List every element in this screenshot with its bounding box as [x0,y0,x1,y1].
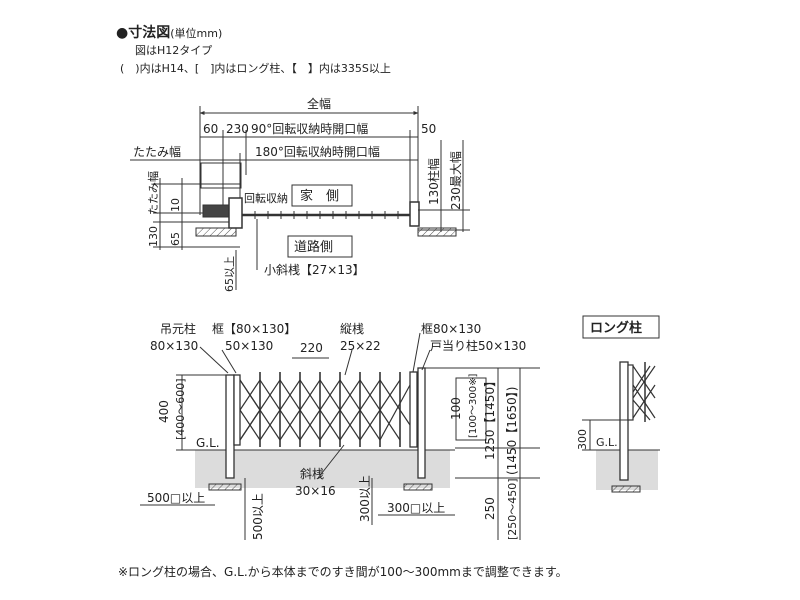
plan-ground-left [195,227,237,237]
overall-width-label: 全幅 [307,96,331,111]
road-side-label: 道路側 [294,239,333,255]
leader-vertical-bar [344,349,353,376]
house-side-label: 家 側 [300,188,339,204]
house-side-box [291,184,353,207]
open-90-label: 90°回転収納時開口幅 [251,121,368,136]
dim-65-min-label: 65以上 [223,256,236,292]
long-post-title-box [582,315,660,339]
long-post-title: ロング柱 [590,320,642,336]
plan-labels: 全幅 60 230 90°回転収納時開口幅 50 たたみ幅 180°回転収納時開… [133,96,463,292]
frame-a-label: 框【80×130】 [212,322,296,336]
height-alt-label: (1450【1650】) [505,387,519,475]
lattice [239,379,411,441]
folded-stack-outline [200,162,242,189]
gl-label: G.L. [196,436,220,450]
figure-type-note: 図はH12タイプ [135,44,213,57]
frame-a [233,374,241,446]
dim-60-label: 60 [203,122,218,136]
rotate-storage-label: 回転収納 [244,192,288,205]
plan-ground-right [417,227,457,237]
long-post-lattice [632,362,656,422]
long-post-gl-label: G.L. [596,436,618,449]
folded-stack-block [202,204,232,218]
dim-65-label: 65 [169,232,182,246]
hanging-post-size-label: 80×130 [150,339,198,353]
depth-300-label: 300以上 [358,475,372,522]
dim-400-600-label: [400〜600] [174,378,187,440]
dim-130-label: 130 [147,226,160,247]
dim-100-300-label: [100〜300※] [468,374,479,438]
long-post-detail [582,315,660,493]
pitch-label: 220 [300,341,323,355]
post-width-label: 130柱幅 [426,158,441,205]
long-post-frame [627,364,634,421]
frame-a-sub-label: 50×130 [225,339,273,353]
unit-label: (単位mm) [170,27,223,40]
leader-frame-a [221,349,237,374]
plan-view [130,106,470,290]
title-text: ●寸法図 [116,25,171,41]
foundation-area [195,450,450,488]
long-post-300-label: 300 [576,429,589,450]
dim-250-450-label: [250〜450] [506,478,519,540]
leader-hanging-post [199,346,229,374]
plan-stop-post [409,201,420,227]
plan-rail-ticks [254,211,399,219]
elevation-view [140,332,540,540]
vertical-bars [259,372,401,447]
plan-hanging-post [228,197,243,229]
fold-width-vertical-label: たたみ幅 [147,171,160,215]
vertical-bar-size-label: 25×22 [340,339,381,353]
frame-b [409,371,418,448]
long-post-body [619,361,629,481]
hanging-post [225,374,235,479]
elevation-labels: 吊元柱 80×130 框【80×130】 50×130 220 縦桟 25×22… [147,321,526,540]
small-brace-label: 小斜桟【27×13】 [264,263,365,277]
long-post-labels: ロング柱 300 G.L. [576,320,642,450]
dim-400-label: 400 [157,400,171,423]
dim-100-label: 100 [449,397,463,420]
footer-note: ※ロング柱の場合、G.L.から本体までのすき間が100〜300mmまで調整できま… [118,565,568,579]
open-180-label: 180°回転収納時開口幅 [255,144,380,159]
frame-b-label: 框80×130 [421,322,481,336]
long-post-footing [611,485,641,493]
stop-post-label: 戸当り柱50×130 [430,338,526,353]
leader-diagonal [317,444,345,479]
found-500-label: 500□以上 [147,491,205,505]
found-500-depth-label: 500以上 [251,493,265,540]
footing-left [208,483,242,491]
diagonal-bar-size-label: 30×16 [295,484,336,498]
dim-50-label: 50 [421,122,436,136]
diagonal-bar-label: 斜桟 [300,467,324,481]
vertical-bar-label: 縦桟 [340,322,364,336]
stop-post [417,367,426,479]
section-title: ●寸法図(単位mm) [116,26,222,41]
dim-250-label: 250 [483,497,497,520]
footing-right [403,483,433,491]
height-main-label: 1250【1450】 [483,375,497,460]
leader-stop-post [421,349,431,371]
dim-10-label: 10 [169,198,182,212]
road-side-box [287,235,353,258]
range-box-100-300 [455,377,487,441]
bracket-legend-note: ( )内はH14、[ ]内はロング柱、【 】内は335S以上 [120,62,391,75]
found-300-label: 300□以上 [387,501,445,515]
fold-width-label: たたみ幅 [133,144,181,159]
hanging-post-label: 吊元柱 [160,321,196,336]
dim-230-label: 230 [226,122,249,136]
max-width-label: 230最大幅 [448,151,463,210]
leader-frame-b [412,332,421,373]
